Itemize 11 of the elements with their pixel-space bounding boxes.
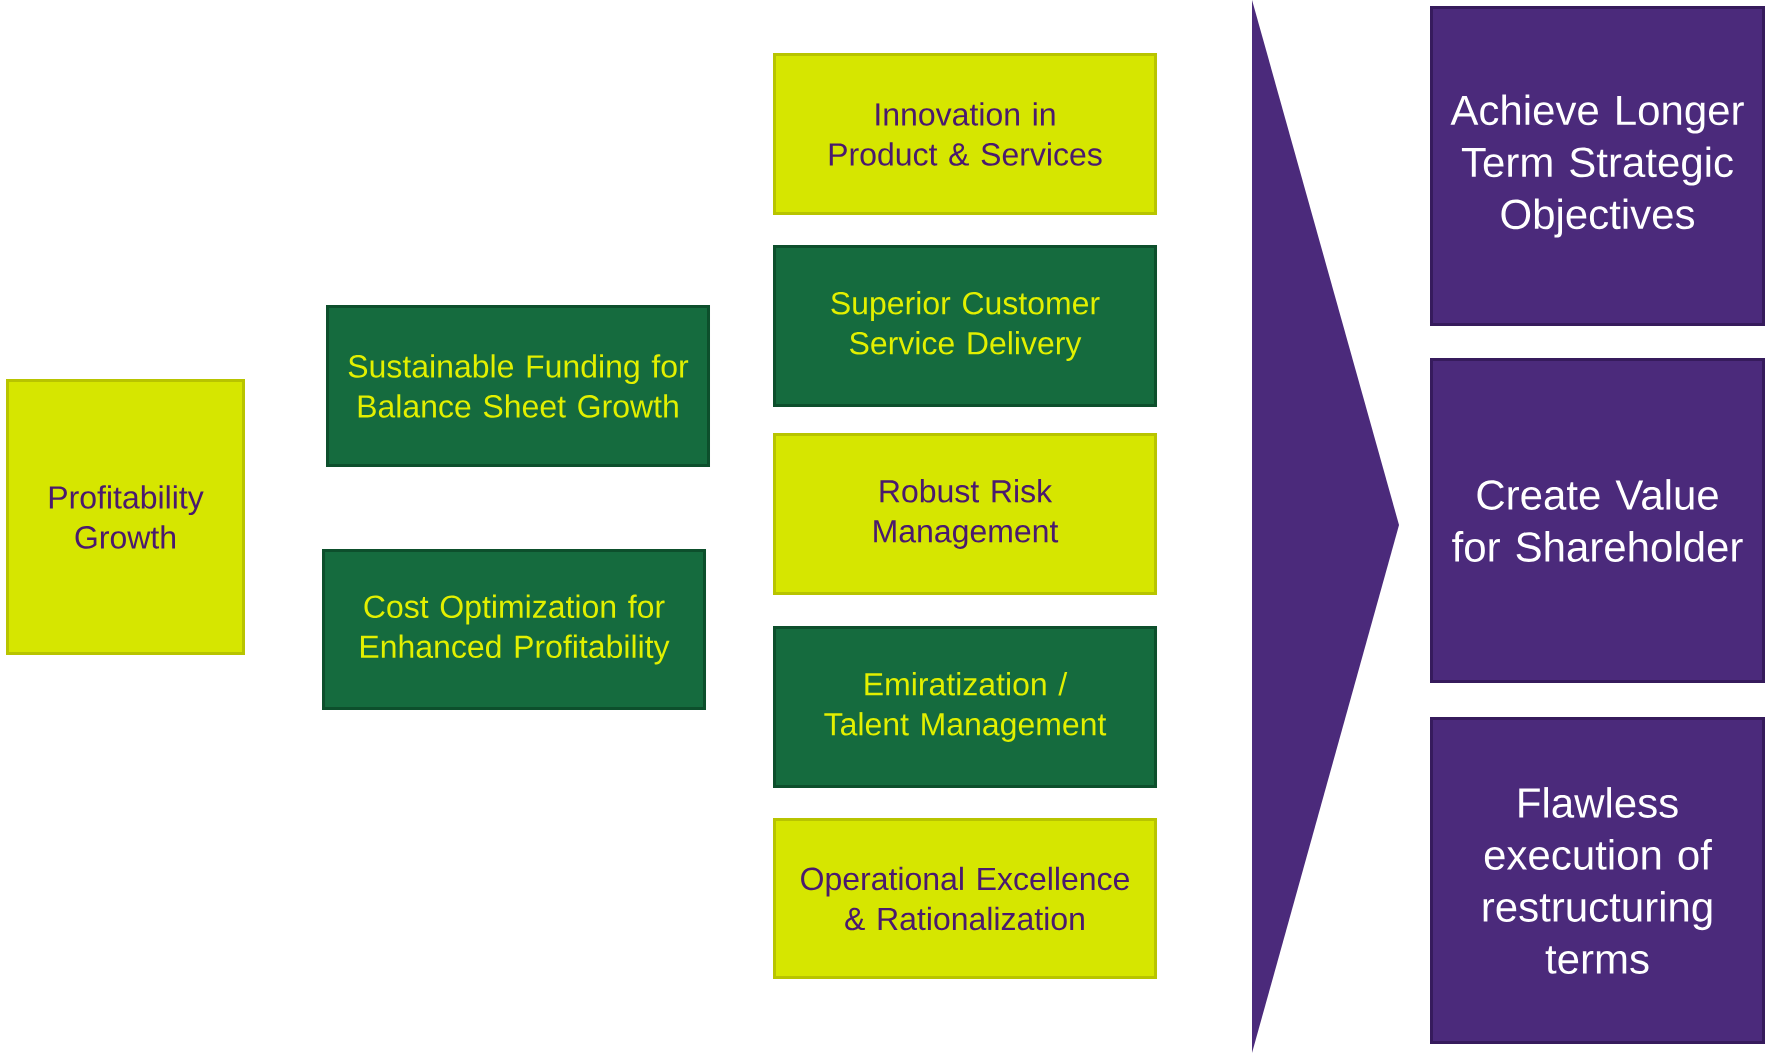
strategy-box: Sustainable Funding for Balance Sheet Growth — [326, 305, 710, 467]
strategy-box: Achieve Longer Term Strategic Objectives — [1430, 6, 1765, 326]
strategy-box: Cost Optimization for Enhanced Profitability — [322, 549, 706, 710]
strategy-box: Emiratization / Talent Management — [773, 626, 1157, 788]
strategy-box: Superior Customer Service Delivery — [773, 245, 1157, 407]
strategy-box: Flawless execution of restructuring terms — [1430, 717, 1765, 1044]
strategy-box: Operational Excellence & Rationalization — [773, 818, 1157, 979]
strategy-box: Robust Risk Management — [773, 433, 1157, 595]
strategy-box: Innovation in Product & Services — [773, 53, 1157, 215]
strategy-box: Profitability Growth — [6, 379, 245, 655]
strategy-box: Create Value for Shareholder — [1430, 358, 1765, 683]
